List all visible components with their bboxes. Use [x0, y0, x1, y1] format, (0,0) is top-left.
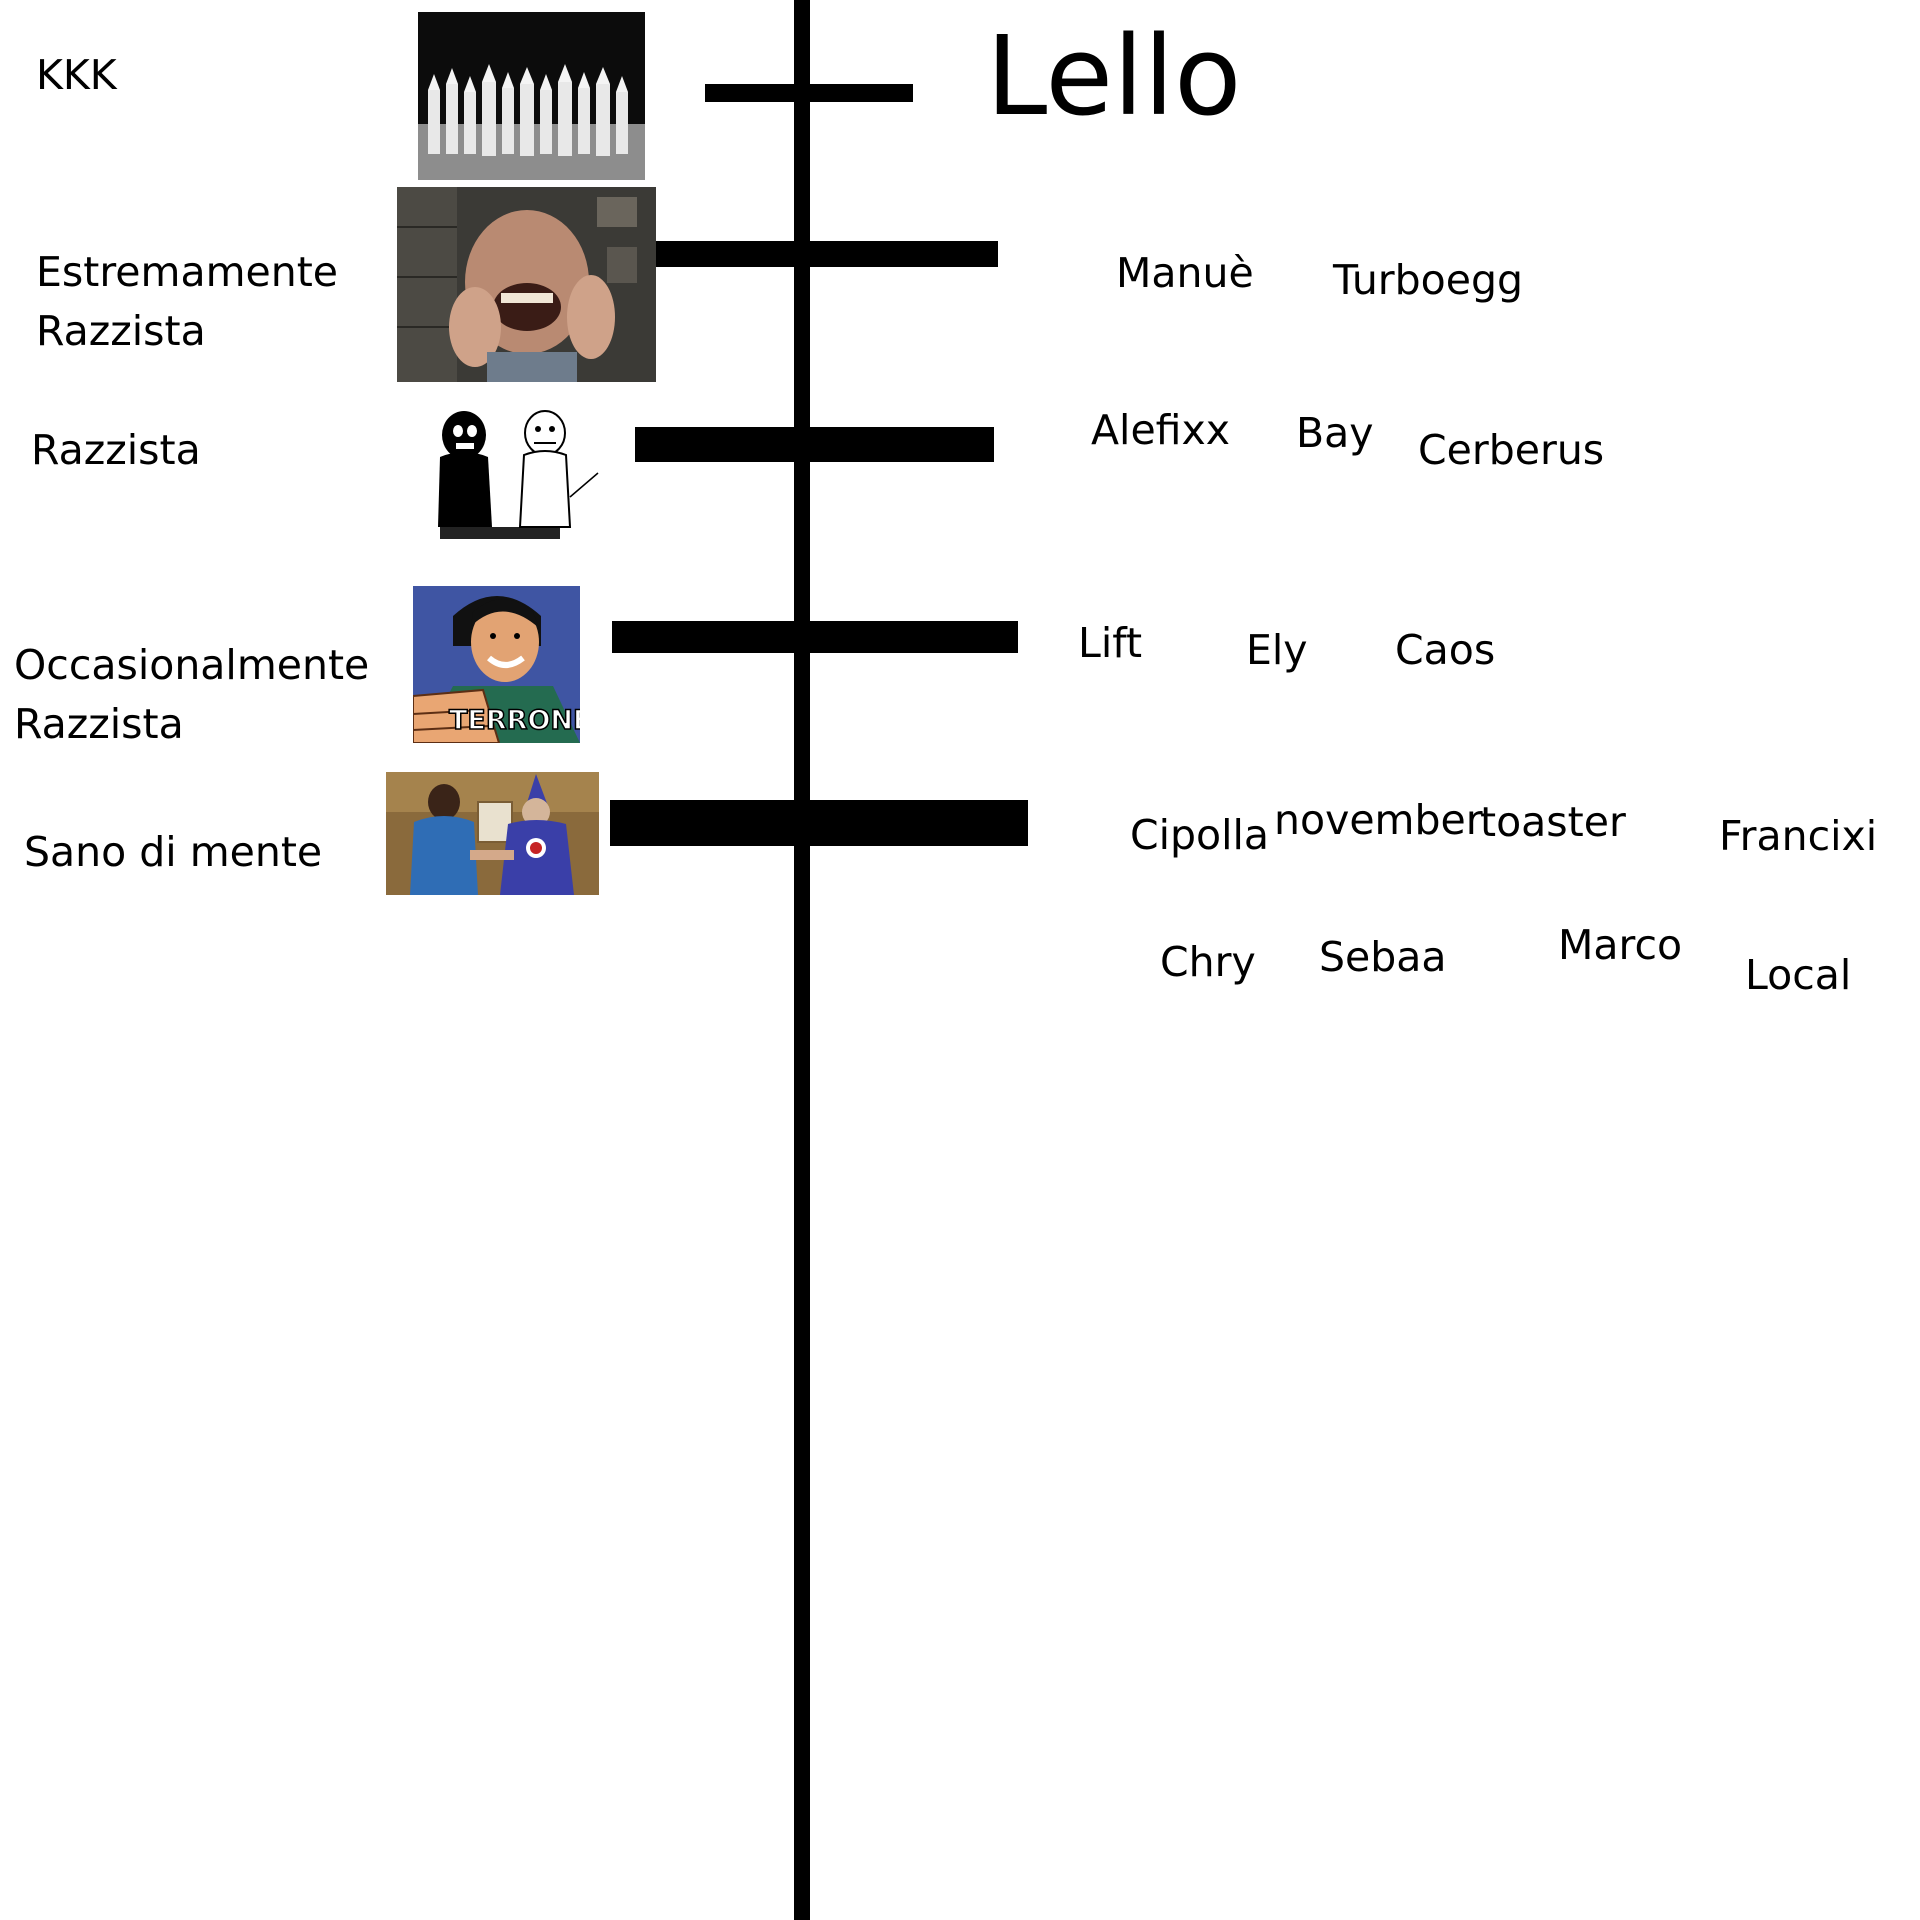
level-label-razzista: Razzista: [31, 426, 201, 474]
name-ely: Ely: [1246, 626, 1308, 674]
name-alefixx: Alefixx: [1091, 406, 1231, 454]
level-bar-razzista: [635, 427, 994, 462]
name-francixi: Francixi: [1719, 812, 1878, 860]
level-label-sano-di-mente: Sano di mente: [24, 828, 323, 876]
level-bar-sano: [610, 800, 1028, 846]
vertical-axis: [794, 0, 810, 1920]
handshake-klansman-photo: [386, 772, 599, 895]
terrone-caption: TERRONE: [448, 704, 580, 737]
level-label-estremamente-line2: Razzista: [36, 307, 206, 355]
chart-title: Lello: [986, 12, 1242, 140]
name-cipolla: Cipolla: [1130, 811, 1270, 859]
name-manue: Manuè: [1116, 249, 1254, 297]
level-label-occasionalmente-line1: Occasionalmente: [14, 641, 370, 689]
name-bay: Bay: [1296, 409, 1374, 457]
level-bar-occasionalmente: [612, 621, 1018, 653]
name-chry: Chry: [1160, 938, 1256, 986]
name-cerberus: Cerberus: [1418, 426, 1605, 474]
name-sebaa: Sebaa: [1319, 933, 1447, 981]
name-toaster: toaster: [1480, 798, 1626, 846]
kkk-rally-photo: [410, 12, 653, 180]
name-caos: Caos: [1395, 626, 1496, 674]
name-marco: Marco: [1558, 921, 1683, 969]
level-label-estremamente-line1: Estremamente: [36, 248, 339, 296]
level-label-occasionalmente-line2: Razzista: [14, 700, 184, 748]
name-lift: Lift: [1078, 619, 1143, 667]
level-bar-estremamente: [656, 241, 998, 267]
screaming-man-photo: [397, 187, 656, 382]
terrone-cartoon: TERRONE: [413, 586, 580, 743]
level-bar-kkk: [705, 84, 913, 102]
name-november: november: [1274, 796, 1483, 844]
name-local: Local: [1745, 951, 1852, 999]
level-label-kkk: KKK: [36, 51, 117, 99]
name-turboegg: Turboegg: [1333, 256, 1524, 304]
black-and-white-cartoon: [420, 407, 605, 544]
